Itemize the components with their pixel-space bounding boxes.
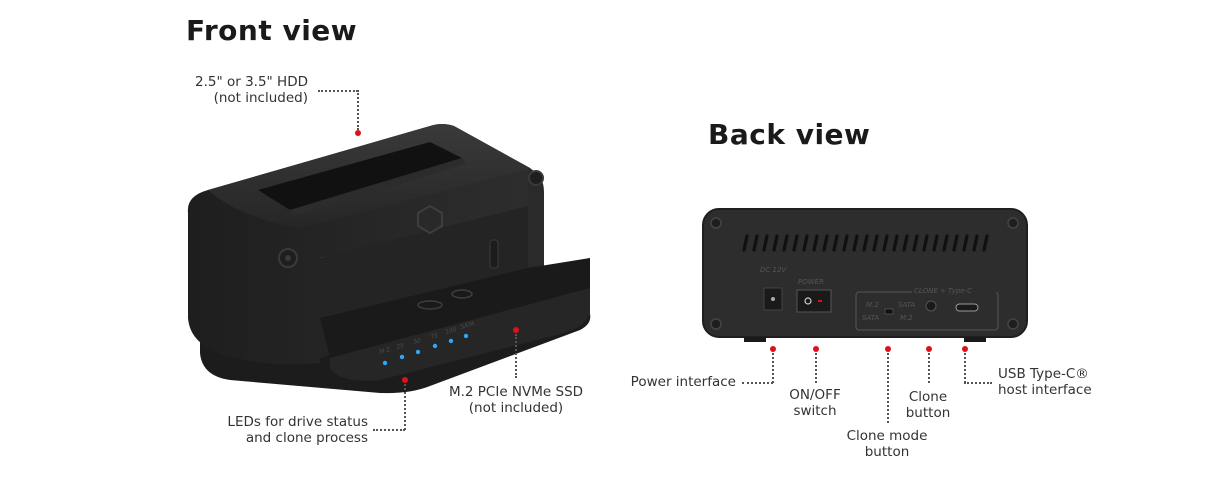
clone-button-line1: Clone: [908, 389, 948, 405]
back-device-illustration: DC 12V POWER CLONE + Type-C M.2 SATA SAT…: [702, 208, 1028, 342]
clone-mode-line1: Clone mode: [846, 428, 928, 444]
hdd-callout-label: 2.5" or 3.5" HDD (not included): [170, 74, 308, 106]
clone-button-marker: [926, 346, 932, 352]
m2-leader-v: [515, 334, 517, 378]
hdd-leader-h: [318, 90, 358, 92]
m2-callout-label: M.2 PCIe NVMe SSD (not included): [430, 384, 602, 416]
power-interface-marker: [770, 346, 776, 352]
clone-mode-leader-v: [887, 353, 889, 423]
clone-button-label: Clone button: [890, 389, 966, 421]
leds-callout-label: LEDs for drive status and clone process: [200, 414, 368, 446]
dc-label: DC 12V: [760, 266, 787, 274]
led-label-m2: M.2: [379, 346, 392, 356]
power-interface-leader-h: [742, 382, 773, 384]
on-off-line2: switch: [793, 403, 837, 419]
led-label-25: 25: [396, 342, 405, 351]
leds-leader-v: [404, 384, 406, 430]
led-label-100: 100: [445, 326, 458, 336]
usb-c-line1: USB Type-C®: [998, 366, 1089, 382]
switch-label-m2-bottom: M.2: [900, 314, 913, 322]
hdd-leader-v: [357, 90, 359, 130]
usb-c-leader-v: [964, 353, 966, 383]
clone-button-line2: button: [905, 405, 951, 421]
power-label: POWER: [798, 278, 824, 286]
leds-marker: [402, 377, 408, 383]
usb-c-label: USB Type-C® host interface: [998, 366, 1138, 398]
clone-button-leader-v: [928, 353, 930, 383]
front-view-title: Front view: [186, 14, 358, 47]
switch-label-sata-top: SATA: [898, 301, 915, 309]
vent-slots: [742, 234, 989, 252]
on-off-line1: ON/OFF: [789, 387, 841, 403]
hdd-callout-line1: 2.5" or 3.5" HDD: [195, 74, 308, 90]
clone-group-label: CLONE + Type-C: [914, 287, 972, 295]
switch-label-m2-top: M.2: [866, 301, 879, 309]
front-device-illustration: M.2 25 50 75 100 SATA: [187, 124, 591, 394]
usb-c-line2: host interface: [998, 382, 1092, 398]
leds-callout-line1: LEDs for drive status: [227, 414, 368, 430]
switch-label-sata-bottom: SATA: [862, 314, 879, 322]
clone-mode-marker: [885, 346, 891, 352]
m2-callout-line1: M.2 PCIe NVMe SSD: [448, 384, 584, 400]
led-label-75: 75: [430, 332, 439, 341]
led-label-sata: SATA: [460, 320, 476, 331]
clone-mode-label: Clone mode button: [832, 428, 942, 460]
m2-callout-line2: (not included): [468, 400, 564, 416]
led-label-50: 50: [413, 337, 422, 346]
usb-c-marker: [962, 346, 968, 352]
on-off-leader-v: [815, 353, 817, 383]
power-interface-leader-v: [772, 353, 774, 383]
hdd-callout-line2: (not included): [213, 90, 308, 106]
led-indicators: [382, 333, 469, 366]
power-interface-label: Power interface: [630, 374, 736, 390]
on-off-marker: [813, 346, 819, 352]
back-view-title: Back view: [708, 118, 871, 151]
clone-mode-line2: button: [864, 444, 910, 460]
leds-leader-h: [373, 429, 405, 431]
m2-marker: [513, 327, 519, 333]
usb-c-leader-h: [964, 382, 992, 384]
leds-callout-line2: and clone process: [245, 430, 368, 446]
on-off-label: ON/OFF switch: [770, 387, 860, 419]
hdd-marker: [355, 130, 361, 136]
